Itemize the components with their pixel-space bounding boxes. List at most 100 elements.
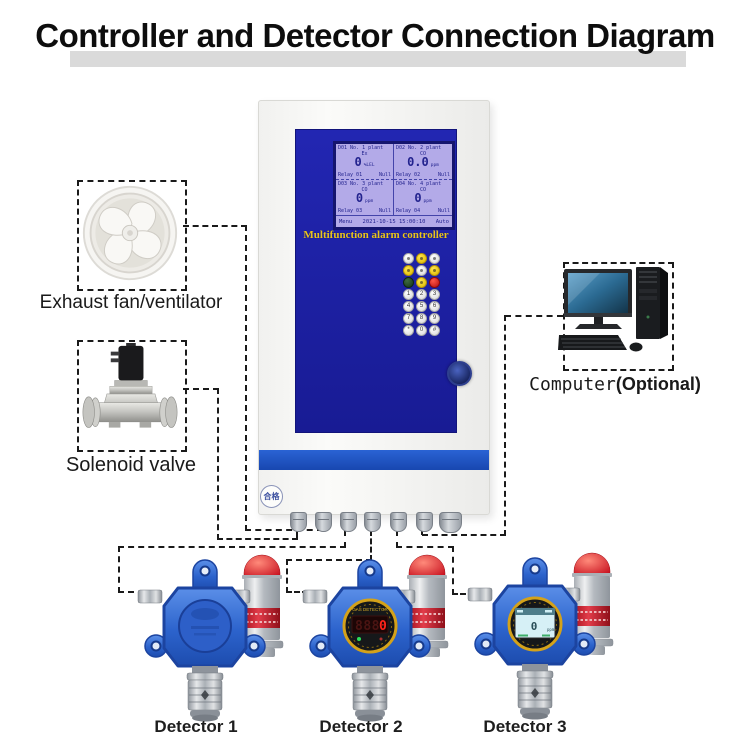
computer-tower (636, 267, 668, 339)
channel-id: D01 No. 1 plant (338, 145, 384, 151)
title-highlight-bar (70, 51, 686, 67)
led-digits-dim: 888 (355, 619, 380, 634)
channel-relay: Relay 04 (396, 208, 421, 214)
power-key-green (403, 276, 414, 288)
channel-value: 0.0 (407, 155, 429, 169)
wire-det3-seg3 (452, 546, 454, 595)
computer-label: Computer(Optional) (520, 374, 710, 395)
wire-det2-seg3 (286, 559, 288, 593)
computer-monitor (564, 269, 632, 329)
wire-det3-seg2 (396, 546, 454, 548)
computer-optional-text: (Optional) (615, 374, 701, 394)
channel-gas: CO (361, 186, 368, 193)
wire-det3-seg4 (452, 593, 474, 595)
digit-key: 6 (429, 300, 440, 312)
detector-3-image: 0 ppm (467, 552, 614, 720)
alarm-beacon (570, 552, 614, 655)
lcd-datetime: 2021-10-15 15:00:10 (362, 218, 426, 225)
page-title: Controller and Detector Connection Diagr… (35, 17, 715, 54)
solenoid-valve-image (82, 343, 178, 428)
lcd-status-bar: Menu 2021-10-15 15:00:10 Auto (336, 215, 452, 227)
wire-det2-seg4 (286, 591, 308, 593)
channel-value: 0 (355, 190, 364, 205)
lcd-value: 0 (531, 620, 538, 633)
digit-key: # (429, 324, 440, 336)
computer-keyboard (558, 335, 627, 350)
digit-key: 1 (403, 288, 414, 300)
fan-label: Exhaust fan/ventilator (39, 292, 223, 313)
digit-key: 4 (403, 300, 414, 312)
wire-fan-seg2 (245, 225, 247, 531)
channel-relay: Relay 01 (338, 171, 363, 178)
status-led-red (379, 637, 383, 641)
valve-box (77, 340, 187, 452)
cable-entry (137, 589, 163, 604)
channel-value: 0 (354, 155, 362, 169)
casing-blue-stripe (259, 450, 489, 470)
wire-fan-seg1 (183, 225, 247, 227)
wire-valve-seg1 (183, 388, 219, 390)
digit-key: 3 (429, 288, 440, 300)
qc-sticker: 合格 (260, 485, 283, 508)
cable-gland-6 (416, 512, 433, 532)
gas-sensor (351, 666, 389, 722)
channel-value: 0 (414, 190, 422, 205)
wire-det2-seg2 (286, 559, 372, 561)
computer-image (558, 267, 668, 352)
status-led-green (357, 637, 361, 641)
exhaust-fan-image (82, 185, 178, 281)
channel-unit: ppm (423, 198, 432, 204)
wire-valve-seg4 (296, 530, 298, 539)
function-key (416, 264, 427, 276)
cable-gland-4 (364, 512, 381, 532)
channel-relay-state: Null (437, 171, 450, 178)
channel-id: D03 No. 3 plant (338, 180, 384, 187)
wire-fan-seg3 (245, 529, 323, 531)
function-key (403, 252, 414, 264)
cable-gland-7 (439, 512, 462, 533)
wire-computer-seg1 (505, 315, 563, 317)
digit-key: 0 (416, 324, 427, 336)
channel-unit: ppm (430, 163, 439, 168)
wire-det2-seg1 (370, 530, 372, 561)
function-key (403, 264, 414, 276)
led-digit-active: 0 (379, 619, 387, 634)
wire-computer-seg2 (504, 315, 506, 536)
alarm-key-red (429, 276, 440, 288)
fan-box (77, 180, 187, 291)
digit-key: 7 (403, 312, 414, 324)
digit-key: 5 (416, 300, 427, 312)
cable-gland-2 (315, 512, 332, 532)
channel-gas: Ex (361, 151, 368, 157)
channel-gas: CO (419, 186, 427, 193)
cable-entry (467, 587, 493, 602)
detector-2-image: GAS DETECTOR 888 0 (302, 554, 449, 722)
detector-3-label: Detector 3 (483, 717, 567, 736)
gas-sensor (516, 664, 554, 720)
controller-keypad: 1 2 3 4 5 6 7 8 9 * 0 # (402, 252, 441, 336)
channel-relay: Relay 02 (396, 171, 421, 178)
alarm-beacon (405, 554, 449, 657)
lcd-unit: ppm (547, 627, 555, 632)
wire-det3-seg1 (396, 530, 398, 548)
valve-label: Solenoid valve (65, 454, 197, 476)
computer-mouse (629, 342, 643, 352)
channel-relay-state: Null (437, 208, 450, 214)
digit-key: 8 (416, 312, 427, 324)
gas-sensor (186, 666, 224, 722)
controller-model-label: Multifunction alarm controller (303, 229, 449, 241)
digit-key: * (403, 324, 414, 336)
channel-relay: Relay 03 (338, 208, 363, 214)
function-key (429, 264, 440, 276)
fan-blades (98, 201, 162, 265)
wire-det1-seg1 (344, 530, 346, 548)
